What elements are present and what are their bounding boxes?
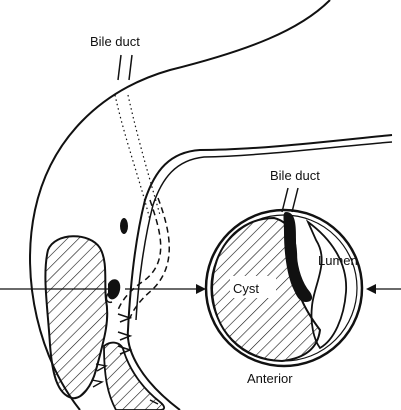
label-bile-duct-right: Bile duct xyxy=(270,168,320,183)
bile-duct-right-line-1 xyxy=(282,188,288,212)
label-anterior: Anterior xyxy=(247,371,293,386)
cyst-longitudinal xyxy=(45,236,107,398)
label-bile-duct-top: Bile duct xyxy=(90,34,140,49)
label-cyst: Cyst xyxy=(233,281,259,296)
bile-duct-top-line-2 xyxy=(129,55,132,80)
papilla-upper xyxy=(120,218,128,234)
bile-duct-right-line-2 xyxy=(292,188,298,212)
bile-duct-dashed-1 xyxy=(118,200,161,310)
right-arrow-head xyxy=(366,284,376,294)
fold-5 xyxy=(92,380,102,387)
section-arrow-head xyxy=(196,284,206,294)
lower-hatched-region xyxy=(104,343,164,410)
bile-duct-top-line-1 xyxy=(118,55,121,80)
label-lumen: Lumen xyxy=(318,253,358,268)
